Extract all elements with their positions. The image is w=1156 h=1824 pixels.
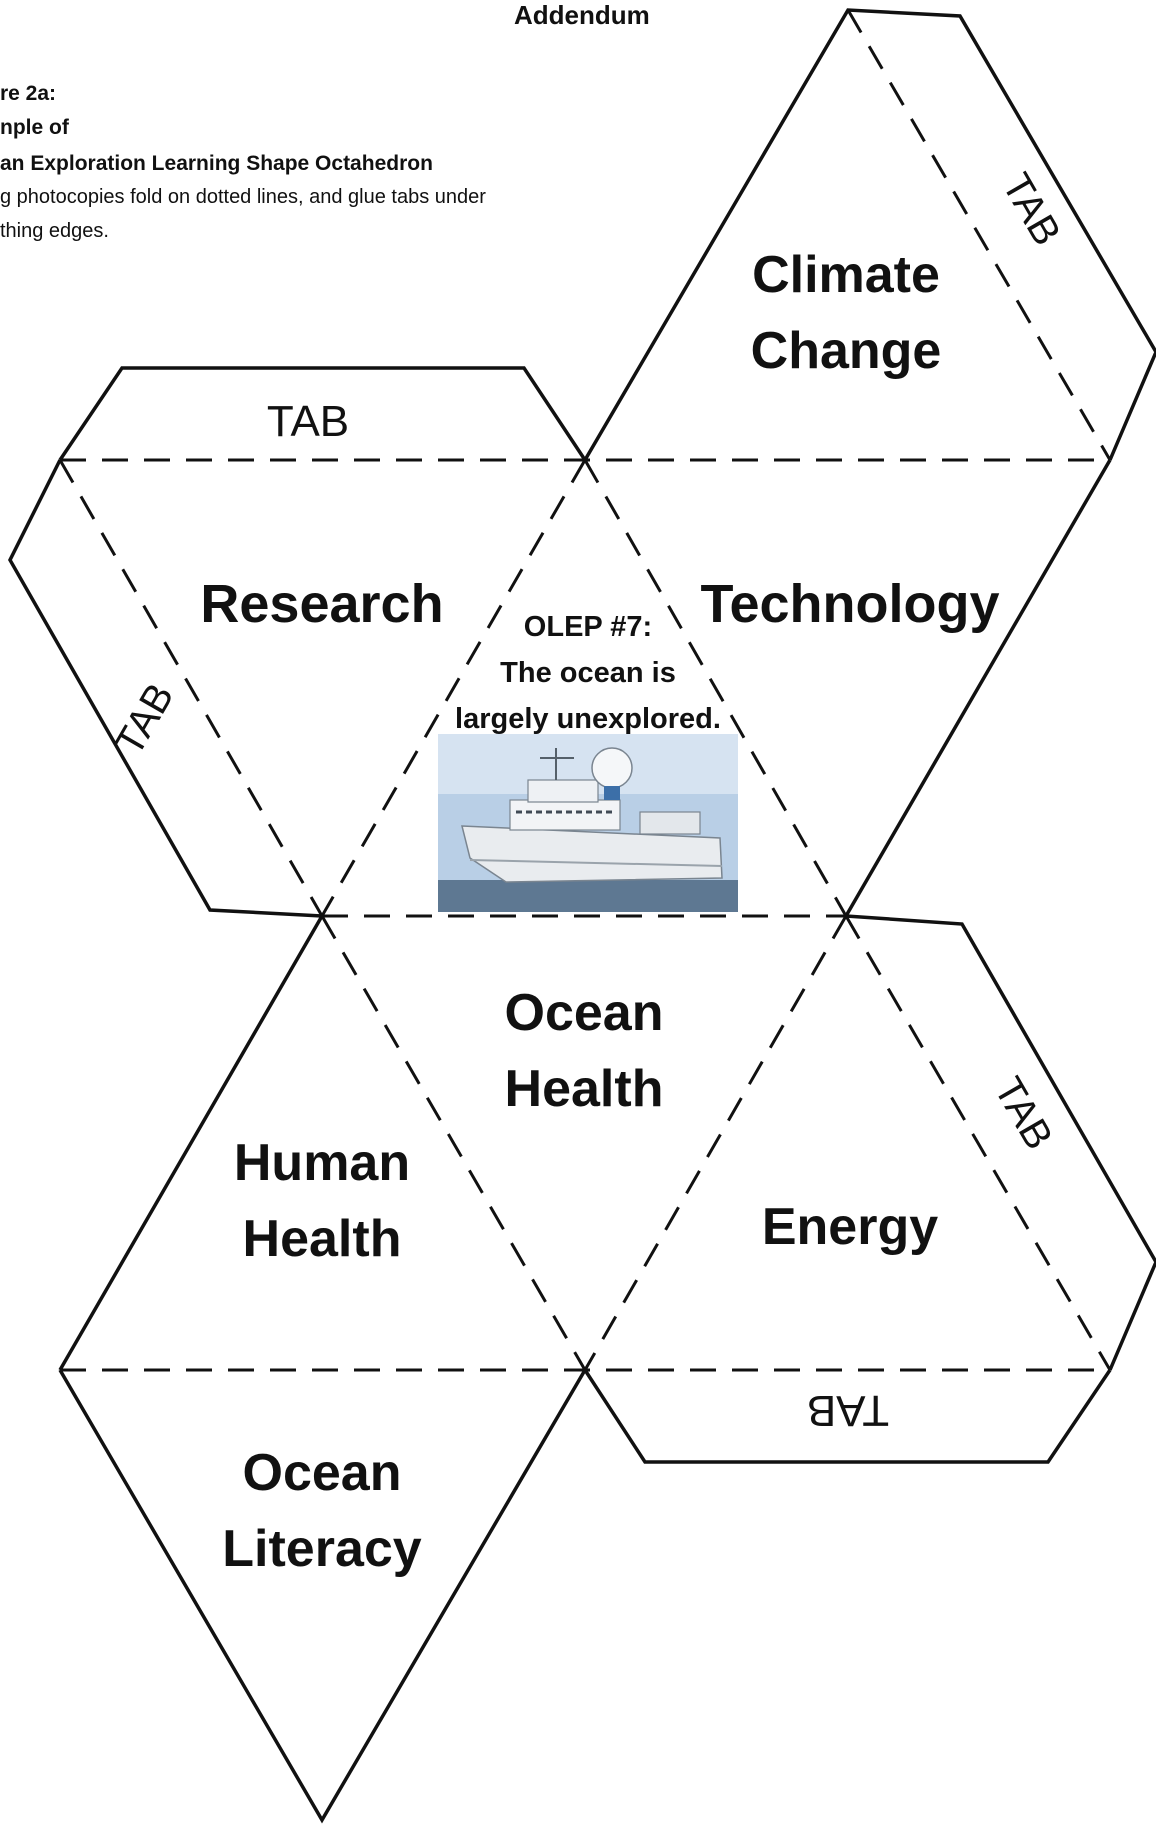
tab-top-outline [58,366,587,461]
face-ocean-health-line2: Health [505,1060,664,1118]
ship-upper-deck [527,779,599,803]
face-ocean-literacy-line2: Literacy [222,1520,422,1578]
solid-edges [8,8,1156,1824]
ship-bridge [509,799,621,831]
face-research: Research [200,574,443,634]
face-climate-line2: Change [751,322,942,380]
center-line-3: largely unexplored. [455,703,721,735]
ocean-literacy-outline [58,1369,587,1824]
fold-oh-right [583,915,848,1371]
face-human-health-line2: Health [243,1210,402,1268]
fold-center-left [320,459,587,917]
tab-label-right-lower: TAB [985,1070,1061,1157]
face-climate-line1: Climate [752,246,940,304]
tab-label-bottom: TAB [807,1386,889,1435]
tab-label-right-upper: TAB [993,166,1069,253]
page-title: Addendum [514,0,650,30]
fold-right-tab [844,915,1112,1371]
ship-waterline [469,859,723,867]
face-energy: Energy [762,1198,938,1256]
tab-left-outline [8,459,323,918]
instructions-line-1: g photocopies fold on dotted lines, and … [0,186,486,208]
fold-oh-left [320,915,587,1371]
human-health-edge [58,915,324,1371]
figure-label: re 2a: [0,82,57,105]
instructions-line-2: thing edges. [0,220,109,242]
ship-hull [461,825,723,883]
ship-dome-base [604,786,620,800]
figure-sub: nple of [0,116,69,139]
face-technology: Technology [700,574,999,634]
face-human-health-line1: Human [234,1134,410,1192]
ship-photo [438,734,738,912]
fold-left-tab [58,459,324,917]
center-line-2: The ocean is [500,657,676,689]
fold-climate-tab [846,9,1112,461]
tab-label-top: TAB [267,397,349,446]
center-line-1: OLEP #7: [524,611,652,643]
face-ocean-health-line1: Ocean [505,984,664,1042]
climate-tab-outline [583,8,1156,461]
photo-sea [438,880,738,912]
tab-right-outline [845,914,1156,1371]
fold-center-right [583,459,848,917]
face-ocean-literacy-line1: Ocean [243,1444,402,1502]
figure-name: an Exploration Learning Shape Octahedron [0,152,433,175]
tab-bottom-outline [583,1369,1112,1464]
fold-lines [58,9,1112,1372]
ship-radar-dome [591,747,633,789]
technology-edge [844,459,1112,917]
ship-aft-deck [639,811,701,835]
